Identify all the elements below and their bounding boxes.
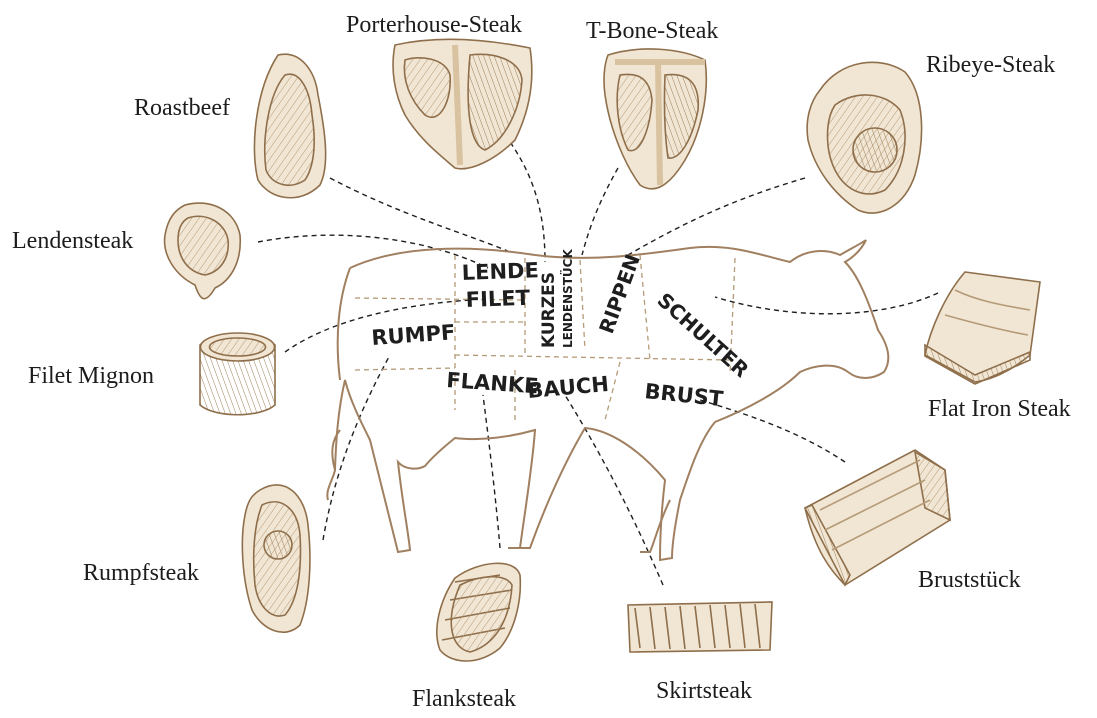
label-porterhouse: Porterhouse-Steak	[346, 12, 522, 39]
lendensteak-image	[165, 203, 241, 299]
label-rumpfsteak: Rumpfsteak	[83, 560, 199, 587]
cut-label-filet: FILET	[465, 286, 531, 312]
label-ribeye: Ribeye-Steak	[926, 52, 1055, 79]
label-tbone: T-Bone-Steak	[586, 18, 718, 45]
porterhouse-image	[393, 39, 532, 168]
label-flatiron: Flat Iron Steak	[928, 396, 1071, 423]
cut-label-schulter: SCHULTER	[653, 288, 754, 382]
cut-label-lendenstueck: LENDENSTÜCK	[560, 249, 575, 348]
leader-ribeye	[628, 178, 805, 255]
leader-tbone	[582, 168, 618, 255]
cut-label-rumpf: RUMPF	[371, 320, 456, 350]
leader-lendensteak	[258, 235, 488, 268]
flatiron-image	[925, 272, 1040, 384]
label-roastbeef: Roastbeef	[134, 95, 230, 122]
cow-outline	[327, 240, 888, 560]
cut-label-brust: BRUST	[643, 379, 724, 411]
cut-label-kurzes: KURZES	[539, 272, 559, 348]
label-brust: Bruststück	[918, 567, 1021, 594]
label-filetmignon: Filet Mignon	[28, 363, 154, 390]
steak-images	[165, 39, 1040, 661]
leader-flatiron	[715, 293, 938, 314]
cut-label-rippen: RIPPEN	[594, 251, 645, 337]
leader-flanksteak	[483, 395, 500, 548]
cow-cut-labels: LENDE FILET KURZES LENDENSTÜCK RIPPEN SC…	[371, 249, 754, 412]
label-lendensteak: Lendensteak	[12, 228, 133, 255]
cut-label-flanke: FLANKE	[446, 368, 540, 398]
label-flanksteak: Flanksteak	[412, 686, 516, 713]
brust-image	[805, 450, 950, 585]
filetmignon-image	[200, 333, 275, 415]
leader-skirtsteak	[565, 395, 663, 585]
cut-label-lende: LENDE	[461, 258, 539, 285]
tbone-image	[604, 49, 706, 189]
rumpfsteak-image	[242, 485, 310, 632]
leader-porterhouse	[505, 135, 545, 262]
flanksteak-image	[437, 563, 520, 661]
label-skirtsteak: Skirtsteak	[656, 678, 752, 705]
roastbeef-image	[254, 54, 325, 198]
leader-roastbeef	[330, 178, 510, 252]
ribeye-image	[807, 62, 921, 213]
skirtsteak-image	[628, 602, 772, 652]
